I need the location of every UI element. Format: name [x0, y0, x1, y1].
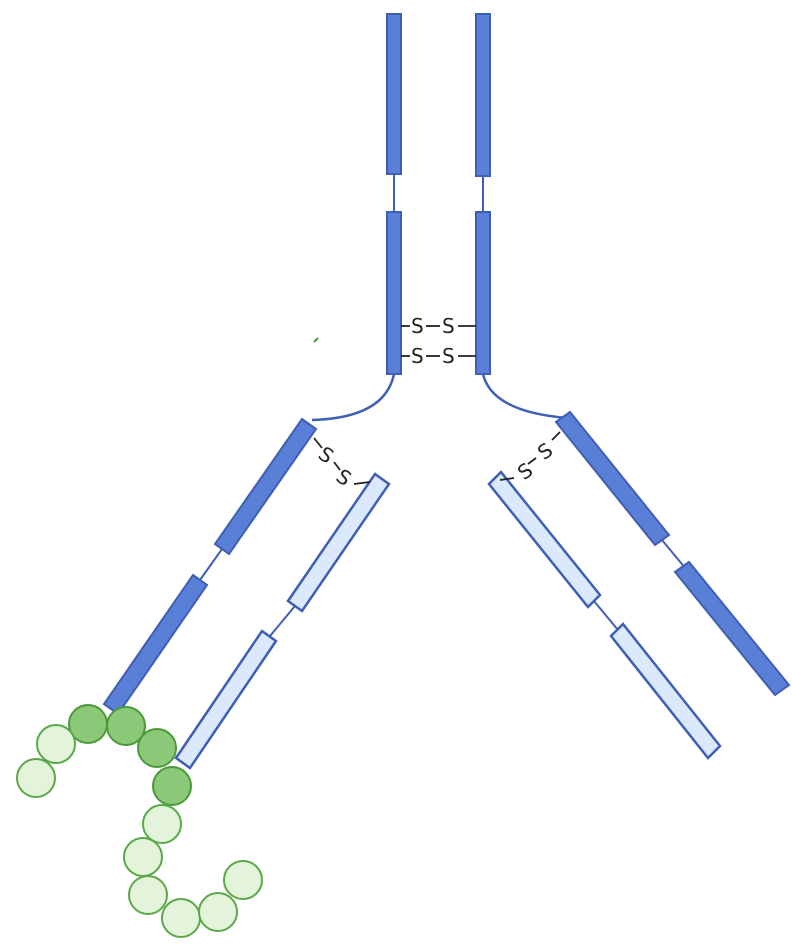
heavy-domain-right-arm-2	[675, 562, 789, 695]
light-domain-left-1	[288, 474, 389, 611]
antigen-bead-chain	[17, 705, 262, 937]
heavy-domain-left-hinge	[387, 212, 401, 374]
ss-label: S	[513, 458, 537, 485]
light-domain-right-1	[489, 472, 600, 607]
ss-label: S	[442, 344, 455, 368]
light-domain-left-2	[176, 631, 276, 768]
antigen-bead	[199, 893, 237, 931]
ss-label: S	[533, 438, 557, 465]
ss-label: S	[332, 464, 356, 491]
heavy-domain-left-arm-1	[215, 419, 316, 554]
antigen-bead	[143, 805, 181, 843]
ss-label: S	[411, 344, 424, 368]
antigen-bead	[17, 759, 55, 797]
hinge-disulfide-bonds: S S S S	[401, 314, 476, 368]
ss-label: S	[442, 314, 455, 338]
fab-disulfide-right: S S	[500, 432, 560, 485]
heavy-chain-left-arm	[104, 419, 316, 714]
ss-label: S	[314, 441, 338, 468]
heavy-chain-left-upper	[387, 14, 401, 374]
light-chain-left	[176, 474, 389, 768]
light-domain-right-2	[611, 624, 720, 758]
stray-mark	[314, 338, 318, 342]
heavy-domain-left-top	[387, 14, 401, 174]
antigen-bead	[153, 767, 191, 805]
antigen-bead	[37, 725, 75, 763]
heavy-domain-right-arm-1	[556, 412, 669, 545]
heavy-domain-right-top	[476, 14, 490, 176]
antigen-bead	[129, 876, 167, 914]
antigen-bead	[224, 861, 262, 899]
antigen-bead	[124, 838, 162, 876]
heavy-chain-right-upper	[476, 14, 490, 374]
heavy-domain-left-arm-2	[104, 575, 207, 714]
heavy-chain-right-arm	[556, 412, 789, 695]
antigen-bead	[162, 899, 200, 937]
light-chain-right	[489, 472, 720, 758]
heavy-domain-right-hinge	[476, 212, 490, 374]
fab-disulfide-left: S S	[314, 438, 370, 491]
hinge-curve-right	[483, 374, 568, 418]
ss-label: S	[411, 314, 424, 338]
hinge-curve-left	[312, 374, 394, 420]
antigen-bead	[138, 729, 176, 767]
